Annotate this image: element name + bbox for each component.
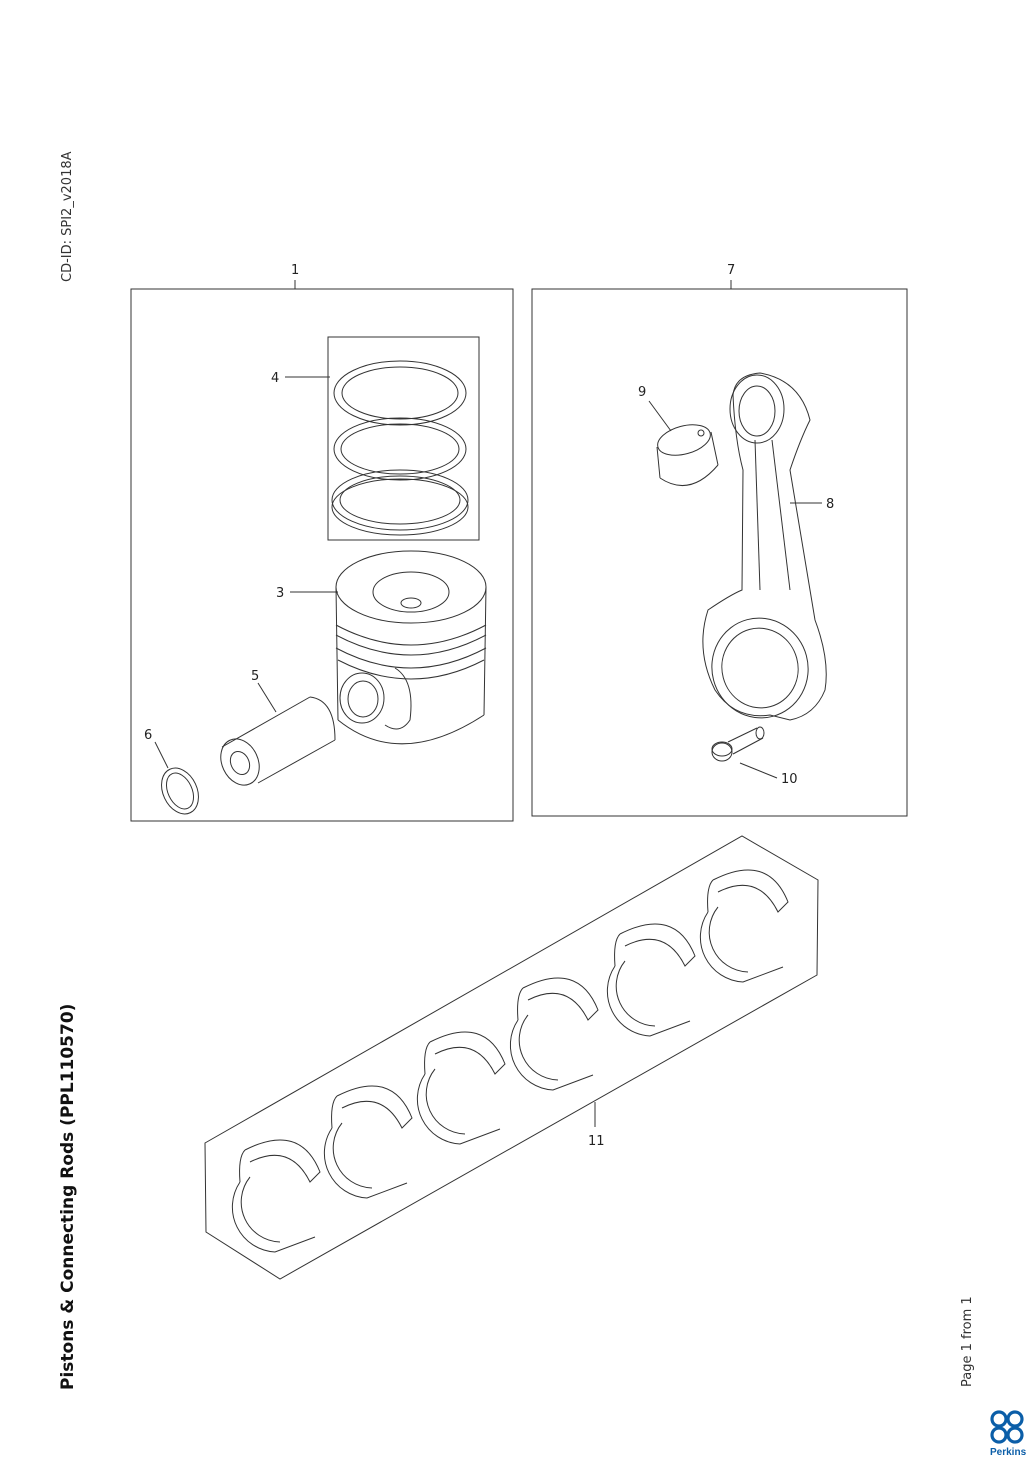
connecting-rod <box>702 372 827 721</box>
callout-5: 5 <box>251 669 259 684</box>
piston <box>335 550 487 745</box>
logo-wordmark: Perkins <box>990 1447 1027 1458</box>
bearing-shells <box>231 869 789 1253</box>
connecting-rod-bolt <box>711 726 765 762</box>
bearing-shells-box <box>204 835 819 1280</box>
callout-6: 6 <box>144 728 152 743</box>
connecting-rod-assembly-box <box>531 288 908 817</box>
callout-9: 9 <box>638 385 646 400</box>
circlip <box>161 767 199 815</box>
piston-assembly-box <box>130 288 514 822</box>
small-end-bush <box>656 424 719 486</box>
perkins-logo-icon <box>990 1410 1024 1444</box>
piston-rings <box>331 360 469 536</box>
callout-10: 10 <box>781 772 798 787</box>
callout-7: 7 <box>727 263 735 278</box>
callout-1: 1 <box>291 263 299 278</box>
callout-4: 4 <box>271 371 279 386</box>
piston-pin <box>220 696 336 786</box>
callout-11: 11 <box>588 1134 605 1149</box>
callout-3: 3 <box>276 586 284 601</box>
callout-8: 8 <box>826 497 834 512</box>
piston-rings-box <box>327 336 480 541</box>
